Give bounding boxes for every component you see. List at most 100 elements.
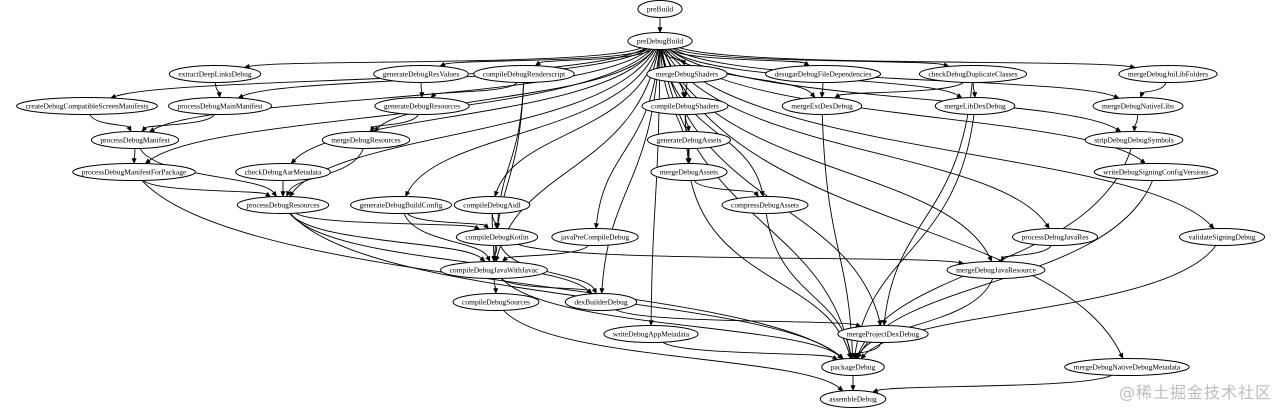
edge-packageDebug-to-assembleDebug: [850, 375, 856, 392]
node-label: createDebugCompatibleScreenManifests: [26, 102, 149, 111]
edge-preDebugBuild-to-mergeDebugResources: [373, 49, 655, 133]
node-label: writeDebugAppMetadata: [613, 330, 690, 339]
node-mergeDebugNativeLibs: mergeDebugNativeLibs: [1092, 97, 1184, 115]
node-label: preBuild: [647, 5, 673, 14]
node-label: checkDebugAarMetadata: [245, 168, 322, 177]
node-label: compileDebugSources: [462, 298, 530, 307]
edge-generateDebugBuildConfig-to-compileDebugKotlin: [406, 213, 490, 230]
node-compileDebugJavaWithJavac: compileDebugJavaWithJavac: [440, 261, 548, 279]
node-shape: [781, 97, 863, 115]
node-shape: [918, 65, 1028, 83]
node-preDebugBuild: preDebugBuild: [627, 32, 693, 50]
edge-generateDebugResources-to-mergeDebugResources: [370, 114, 419, 133]
node-shape: [72, 163, 196, 181]
node-dexBuilderDebug: dexBuilderDebug: [564, 293, 638, 311]
node-writeDebugAppMetadata: writeDebugAppMetadata: [603, 325, 699, 343]
node-processDebugJavaRes: processDebugJavaRes: [1011, 228, 1099, 246]
node-label: generateDebugResValues: [383, 70, 460, 79]
node-generateDebugResources: generateDebugResources: [374, 97, 470, 115]
node-label: processDebugMainManifest: [178, 102, 264, 111]
edge-preDebugBuild-to-writeDebugAppMetadata: [648, 49, 661, 327]
node-label: generateDebugBuildConfig: [360, 201, 443, 210]
node-shape: [374, 97, 470, 115]
node-shape: [1092, 97, 1184, 115]
node-shape: [350, 196, 452, 214]
watermark-text: @稀土掘金技术社区: [1118, 383, 1272, 402]
node-shape: [637, 0, 683, 18]
node-shape: [235, 163, 331, 181]
edge-checkDebugDuplicateClasses-to-mergeLibDexDebug: [972, 82, 978, 99]
node-label: stripDebugDebugSymbols: [1094, 136, 1174, 145]
edge-preDebugBuild-to-dexBuilderDebug: [599, 49, 660, 295]
graph-edges: [89, 17, 1217, 393]
node-shape: [236, 196, 330, 214]
node-stripDebugDebugSymbols: stripDebugDebugSymbols: [1084, 131, 1184, 149]
node-label: compressDebugAssets: [731, 201, 799, 210]
node-mergeLibDexDebug: mergeLibDexDebug: [934, 97, 1016, 115]
node-label: preDebugBuild: [637, 37, 683, 46]
edge-mergeDebugShaders-to-compileDebugShaders: [682, 82, 688, 99]
node-compileDebugShaders: compileDebugShaders: [641, 97, 729, 115]
edge-compileDebugJavaWithJavac-to-compileDebugSources: [493, 278, 499, 295]
node-shape: [1011, 228, 1099, 246]
edge-checkDebugAarMetadata-to-processDebugResources: [280, 180, 286, 198]
edge-processDebugResources-to-dexBuilderDebug: [289, 213, 593, 295]
node-shape: [721, 196, 809, 214]
node-label: mergeProjectDexDebug: [847, 330, 920, 339]
node-shape: [1084, 131, 1184, 149]
node-javaPreCompileDebug: javaPreCompileDebug: [551, 228, 639, 246]
node-shape: [934, 97, 1016, 115]
node-checkDebugDuplicateClasses: checkDebugDuplicateClasses: [918, 65, 1028, 83]
node-mergeDebugAssets: mergeDebugAssets: [650, 163, 728, 181]
edge-compileDebugJavaWithJavac-to-packageDebug: [501, 278, 844, 360]
node-shape: [1093, 163, 1219, 181]
graph-nodes: preBuildpreDebugBuildextractDeepLinksDeb…: [16, 0, 1266, 408]
node-label: processDebugManifest: [100, 136, 170, 145]
node-shape: [168, 97, 272, 115]
node-shape: [650, 163, 728, 181]
node-compileDebugRenderscript: compileDebugRenderscript: [473, 65, 575, 83]
edge-compileDebugRenderscript-to-generateDebugResources: [430, 82, 518, 99]
node-shape: [646, 65, 728, 83]
node-label: mergeDebugAssets: [660, 168, 718, 177]
node-generateDebugBuildConfig: generateDebugBuildConfig: [350, 196, 452, 214]
edge-mergeDebugNativeDebugMetadata-to-assembleDebug: [871, 374, 1112, 393]
edge-generateDebugAssets-to-mergeDebugAssets: [686, 148, 692, 165]
edge-preBuild-to-preDebugBuild: [657, 17, 663, 34]
node-createDebugCompatibleScreenManifests: createDebugCompatibleScreenManifests: [16, 97, 158, 115]
node-shape: [452, 293, 540, 311]
node-checkDebugAarMetadata: checkDebugAarMetadata: [235, 163, 331, 181]
node-desugarDebugFileDependencies: desugarDebugFileDependencies: [764, 65, 882, 83]
edge-generateDebugBuildConfig-to-compileDebugJavaWithJavac: [403, 213, 491, 263]
node-mergeExtDexDebug: mergeExtDexDebug: [781, 97, 863, 115]
edge-javaPreCompileDebug-to-compileDebugJavaWithJavac: [502, 245, 589, 263]
edge-compileDebugSources-to-assembleDebug: [503, 310, 844, 392]
node-shape: [837, 325, 929, 343]
node-shape: [551, 228, 639, 246]
edge-desugarDebugFileDependencies-to-mergeExtDexDebug: [819, 82, 825, 99]
node-label: mergeDebugNativeDebugMetadata: [1074, 363, 1181, 372]
node-shape: [373, 65, 469, 83]
node-processDebugMainManifest: processDebugMainManifest: [168, 97, 272, 115]
node-label: generateDebugAssets: [657, 136, 722, 145]
node-label: mergeLibDexDebug: [944, 102, 1006, 111]
node-processDebugResources: processDebugResources: [236, 196, 330, 214]
node-shape: [1178, 228, 1266, 246]
edge-compileDebugKotlin-to-dexBuilderDebug: [500, 245, 597, 295]
node-label: processDebugManifestForPackage: [82, 168, 187, 177]
node-shape: [819, 390, 887, 408]
edge-processDebugResources-to-compileDebugJavaWithJavac: [289, 213, 486, 263]
edge-preDebugBuild-to-mergeDebugNativeLibs: [672, 48, 1120, 99]
node-compileDebugKotlin: compileDebugKotlin: [455, 228, 539, 246]
edge-preDebugBuild-to-generateDebugBuildConfig: [405, 49, 657, 198]
node-label: mergeExtDexDebug: [791, 102, 853, 111]
node-label: compileDebugJavaWithJavac: [450, 266, 540, 275]
node-shape: [821, 358, 885, 376]
edge-preDebugBuild-to-processDebugJavaRes: [663, 49, 1050, 230]
edge-generateDebugResValues-to-generateDebugResources: [419, 82, 425, 99]
node-label: compileDebugKotlin: [465, 233, 529, 242]
edge-processDebugManifest-to-processDebugResources: [139, 148, 277, 198]
node-packageDebug: packageDebug: [821, 358, 885, 376]
node-generateDebugResValues: generateDebugResValues: [373, 65, 469, 83]
